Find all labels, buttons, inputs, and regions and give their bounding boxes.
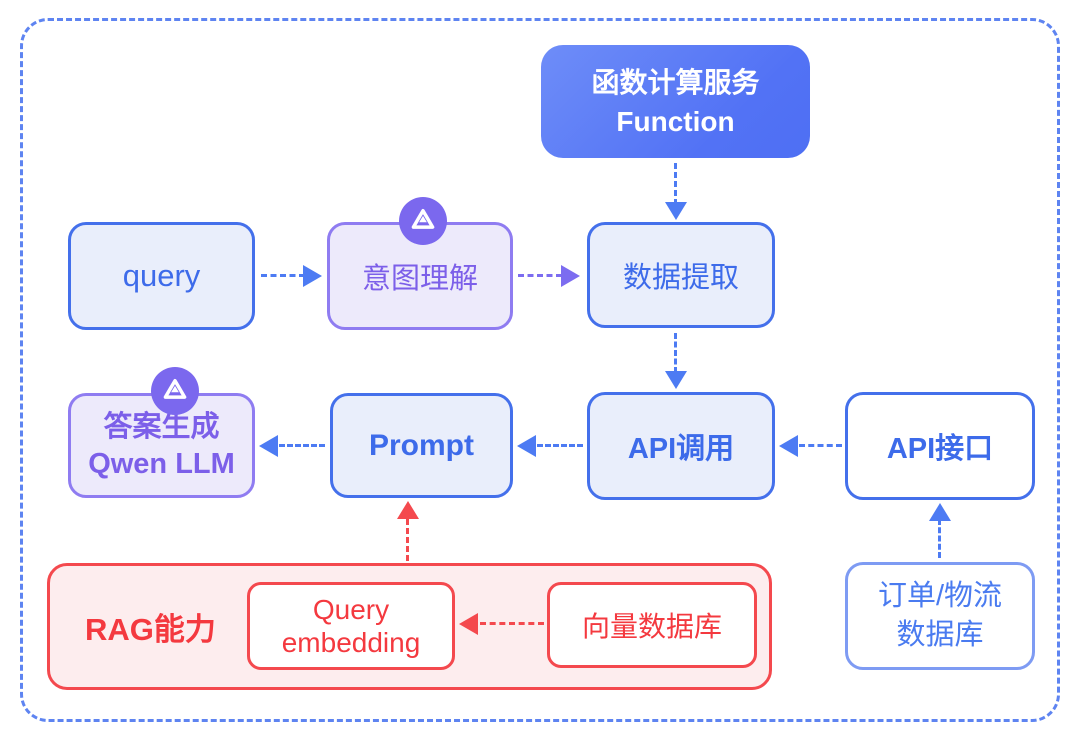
api-interface-label: API接口 [886, 433, 994, 465]
arrow-rag-to-prompt-line [406, 519, 409, 561]
api-call-label: API调用 [627, 433, 735, 465]
arrow-function-to-extract-head [665, 202, 687, 220]
arrow-apiinterface-to-apicall-head [779, 435, 798, 457]
qwen-logo-icon [151, 367, 199, 415]
arrow-prompt-to-answer-line [279, 444, 325, 447]
arrow-function-to-extract-line [674, 163, 677, 205]
query-embedding-line1: Query [312, 594, 390, 625]
node-query-embedding: Query embedding [247, 582, 455, 670]
arrow-prompt-to-answer-head [259, 435, 278, 457]
vector-db-label: 向量数据库 [581, 611, 722, 642]
arrow-vectordb-to-embedding-line [480, 622, 544, 625]
node-vector-database: 向量数据库 [547, 582, 757, 668]
arrow-apicall-to-prompt-line [537, 444, 583, 447]
arrow-rag-to-prompt-head [397, 501, 419, 519]
arrow-vectordb-to-embedding-head [459, 613, 478, 635]
qwen-logo-icon [399, 197, 447, 245]
answer-gen-label-cn: 答案生成 [103, 410, 220, 443]
node-api-interface: API接口 [845, 392, 1035, 500]
data-extraction-label: 数据提取 [622, 262, 739, 294]
query-label: query [122, 258, 201, 293]
node-function-compute-service: 函数计算服务 Function [541, 45, 810, 158]
prompt-label: Prompt [369, 428, 474, 462]
node-query: query [68, 222, 255, 330]
function-service-label-en: Function [616, 105, 735, 137]
node-order-logistics-db: 订单/物流 数据库 [845, 562, 1035, 670]
arrow-orderdb-to-apiinterface-head [929, 503, 951, 521]
arrow-intent-to-extract-line [518, 274, 562, 277]
arrow-query-to-intent-line [261, 274, 305, 277]
node-prompt: Prompt [330, 393, 513, 498]
arrow-query-to-intent-head [303, 265, 322, 287]
intent-label: 意图理解 [361, 263, 478, 295]
order-db-line2: 数据库 [896, 619, 984, 651]
arrow-intent-to-extract-head [561, 265, 580, 287]
arrow-extract-to-apicall-line [674, 333, 677, 373]
arrow-extract-to-apicall-head [665, 371, 687, 389]
node-api-call: API调用 [587, 392, 775, 500]
query-embedding-line2: embedding [281, 627, 421, 658]
diagram-outer-frame [20, 18, 1060, 722]
order-db-line1: 订单/物流 [877, 580, 1003, 612]
arrow-orderdb-to-apiinterface-line [938, 519, 941, 558]
arrow-apiinterface-to-apicall-line [799, 444, 842, 447]
answer-gen-label-en: Qwen LLM [88, 447, 235, 480]
function-service-label-cn: 函数计算服务 [591, 66, 760, 98]
rag-group-label: RAG能力 [85, 612, 216, 647]
node-data-extraction: 数据提取 [587, 222, 775, 328]
arrow-apicall-to-prompt-head [517, 435, 536, 457]
